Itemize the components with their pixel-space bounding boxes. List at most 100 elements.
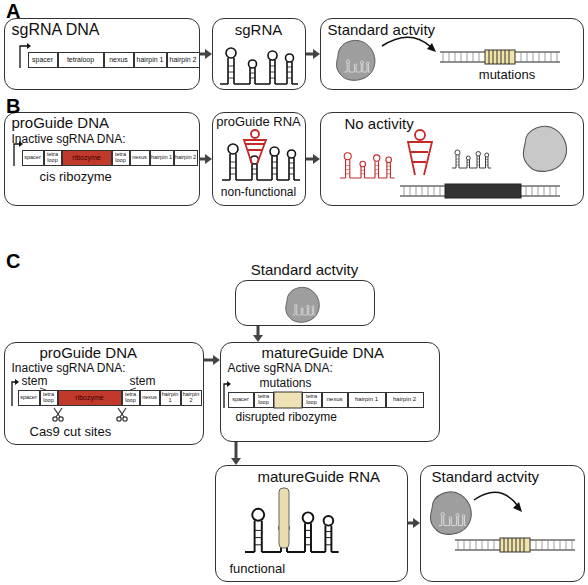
- target-dna: [440, 50, 560, 64]
- annotation-text: stem: [130, 375, 170, 389]
- panel-box: Standard actvitymutations: [320, 18, 584, 90]
- panel-letter: B: [6, 95, 20, 118]
- dna-segment: tetra loop: [302, 392, 322, 408]
- panel-box: sgRNA DNA spacer tetraloop nexushairpin 1 ha…: [4, 18, 200, 90]
- segment-label: ribozyme: [72, 154, 100, 161]
- dna-segment: tetra loop: [112, 150, 130, 166]
- flow-arrow: [200, 49, 212, 59]
- flow-arrow: [408, 518, 420, 528]
- annotation-text: Inactive sgRNA DNA:: [12, 362, 192, 376]
- inactive-cas9: [523, 126, 566, 171]
- segment-label: spacer: [32, 56, 53, 63]
- dna-segment: hairpin 1: [134, 52, 167, 68]
- broken-rna-fragment: [340, 153, 395, 178]
- target-dna: [455, 538, 575, 552]
- box-title: sgRNA DNA: [12, 21, 192, 39]
- segment-label: hairpin 2: [182, 392, 201, 403]
- flow-arrow: [204, 355, 220, 365]
- sgrna-structure: [220, 48, 298, 84]
- dna-segment: hairpin 2: [386, 392, 424, 408]
- segment-label: tetra loop: [255, 394, 273, 405]
- segment-label: hairpin 2: [175, 155, 196, 161]
- annotation-text: stem: [22, 375, 62, 389]
- annotation-text: disrupted ribozyme: [236, 411, 386, 425]
- connector-line: [204, 359, 214, 362]
- untouched-dna: [400, 184, 560, 198]
- segment-label: ribozyme: [75, 394, 103, 401]
- arrow-head: [313, 154, 320, 164]
- arrow-head: [253, 335, 263, 342]
- connector-line: [408, 522, 414, 525]
- cut-site-scissors: [53, 408, 127, 421]
- flow-arrow: [253, 326, 263, 342]
- cas9-protein: [430, 492, 471, 534]
- ribozyme-fragment: [408, 130, 432, 175]
- segment-label: tetra loop: [123, 392, 139, 403]
- dna-segment: hairpin 1: [150, 150, 174, 166]
- ribozyme-segment: ribozyme: [58, 390, 122, 406]
- proguide-rna-structure: [222, 144, 300, 180]
- dna-segment: nexus: [130, 150, 150, 166]
- connector-line: [257, 326, 260, 336]
- box-title: proGuide DNA: [40, 344, 190, 361]
- segment-label: tetraloop: [67, 56, 94, 63]
- flow-arrow: [306, 49, 320, 59]
- arrow-head: [205, 154, 212, 164]
- flow-arrow: [231, 442, 241, 465]
- box-title: Standard actvity: [432, 468, 582, 485]
- arrow-head: [213, 355, 220, 365]
- dna-segment: tetraloop: [58, 52, 104, 68]
- panel-box: matureGuide RNAfunctional: [215, 465, 408, 582]
- box-title: matureGuide RNA: [258, 468, 403, 485]
- dna-segment: hairpin 1: [348, 392, 386, 408]
- panel-box: matureGuide DNAActive sgRNA DNA:mutation…: [220, 342, 440, 442]
- segment-label: nexus: [142, 395, 157, 401]
- dna-segment: tetra loop: [40, 390, 58, 406]
- panel-box: sgRNA: [212, 18, 306, 90]
- panel-box: No activity: [320, 112, 584, 206]
- annotation-text: non-functional: [212, 186, 306, 200]
- dna-segment: hairpin 2: [181, 390, 202, 406]
- box-title: Standard actvity: [328, 21, 528, 38]
- matureguide-rna-structure: [245, 509, 339, 552]
- annotation-text: Cas9 cut sites: [30, 425, 180, 440]
- panel-letter: A: [6, 0, 20, 23]
- dna-segment: nexus: [104, 52, 134, 68]
- segment-label: spacer: [232, 397, 249, 403]
- mutated-stem: [279, 488, 289, 548]
- panel-box: Standard actvity: [235, 280, 375, 326]
- dna-segment: spacer: [22, 150, 44, 166]
- panel-box: proGuide RNAnon-functional: [212, 112, 306, 206]
- segment-label: nexus: [326, 396, 342, 402]
- connector-line: [200, 158, 206, 161]
- segment-label: hairpin 1: [137, 56, 164, 63]
- dna-segment: hairpin 1: [160, 390, 181, 406]
- annotation-text: Active sgRNA DNA:: [228, 362, 408, 376]
- connector-line: [235, 442, 238, 459]
- panel-box: Standard actvity: [420, 465, 585, 582]
- action-arrow: [474, 492, 522, 512]
- dna-segment: tetra loop: [44, 150, 62, 166]
- segment-label: hairpin 2: [170, 56, 197, 63]
- box-title: proGuide DNA: [12, 114, 192, 131]
- segment-label: hairpin 1: [355, 396, 378, 402]
- segment-label: tetra loop: [41, 392, 57, 403]
- action-arrow: [382, 37, 436, 52]
- panel-box: proGuide DNAInactive sgRNA DNA:stem stemC…: [4, 342, 204, 445]
- box-title: No activity: [345, 115, 545, 132]
- connector-line: [306, 53, 314, 56]
- dna-segment: spacer: [28, 52, 58, 68]
- connector-line: [306, 158, 314, 161]
- dna-segment: spacer: [18, 390, 40, 406]
- segment-label: spacer: [20, 395, 37, 401]
- flow-arrow: [306, 154, 320, 164]
- connector-line: [200, 53, 206, 56]
- segment-label: spacer: [24, 155, 41, 161]
- cas9-protein: [286, 287, 320, 322]
- box-title: matureGuide DNA: [262, 344, 432, 361]
- annotation-text: Inactive sgRNA DNA:: [12, 133, 192, 147]
- cas9-protein: [337, 40, 375, 80]
- segment-label: tetra loop: [113, 152, 129, 163]
